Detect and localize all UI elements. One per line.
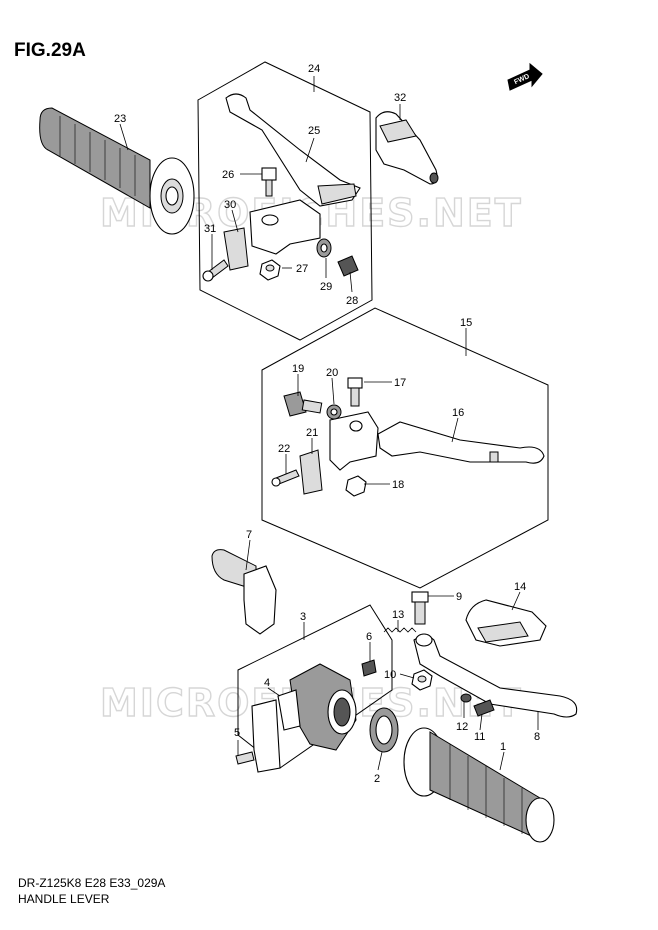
callout-17: 17	[394, 377, 406, 389]
clamp-5-part	[235, 699, 281, 773]
callout-23: 23	[114, 113, 126, 125]
callout-25: 25	[308, 125, 320, 137]
callout-5: 5	[234, 727, 240, 739]
callout-18: 18	[392, 479, 404, 491]
brake-lever-assembly-frame	[261, 307, 549, 589]
switch-assembly-frame	[237, 604, 393, 769]
leader-lines	[119, 76, 539, 771]
callout-10: 10	[384, 669, 396, 681]
front-brake-lever-part	[413, 633, 578, 718]
lever-cover-14-part	[465, 599, 547, 647]
throttle-housing-part	[277, 663, 357, 751]
callout-21: 21	[306, 427, 318, 439]
callout-29: 29	[320, 281, 332, 293]
clutch-lever-assembly-frame	[197, 61, 373, 341]
callout-labels: 23 24 25 32 26 30 31 27 29 28 15 19 20 1…	[114, 63, 540, 785]
callout-8: 8	[534, 731, 540, 743]
callout-27: 27	[296, 263, 308, 275]
spring-13-part	[383, 627, 417, 633]
callout-14: 14	[514, 581, 526, 593]
callout-7: 7	[246, 529, 252, 541]
bolt-26-part	[261, 167, 277, 197]
callout-26: 26	[222, 169, 234, 181]
callout-22: 22	[278, 443, 290, 455]
washer-29-part	[316, 238, 332, 258]
callout-1: 1	[500, 741, 506, 753]
callout-12: 12	[456, 721, 468, 733]
nut-10-part	[411, 669, 433, 691]
callout-13: 13	[392, 609, 404, 621]
callout-6: 6	[366, 631, 372, 643]
callout-15: 15	[460, 317, 472, 329]
model-code: DR-Z125K8 E28 E33_029A	[18, 876, 166, 890]
nut-27-part	[259, 259, 281, 281]
adjuster-12-part	[460, 693, 495, 717]
callout-9: 9	[456, 591, 462, 603]
callout-19: 19	[292, 363, 304, 375]
left-grip-part	[39, 107, 195, 235]
callout-32: 32	[394, 92, 406, 104]
callout-4: 4	[264, 677, 270, 689]
diagram-caption: HANDLE LEVER	[18, 892, 110, 906]
callout-2: 2	[374, 773, 380, 785]
callout-28: 28	[346, 295, 358, 307]
lever-holder-30-part	[223, 199, 321, 271]
right-grip-part	[403, 727, 555, 843]
callout-31: 31	[204, 223, 216, 235]
nut-20-part	[326, 404, 342, 420]
throttle-pulley-2-part	[369, 707, 399, 753]
callout-11: 11	[474, 731, 485, 743]
bolt-17-part	[347, 377, 363, 407]
bolt-31-part	[202, 259, 229, 282]
fwd-arrow-icon: FWD	[507, 62, 543, 91]
callout-3: 3	[300, 611, 306, 623]
brake-lever-part	[377, 421, 545, 464]
lever-holder-21-part	[299, 411, 379, 495]
callout-20: 20	[326, 367, 338, 379]
figure-title: FIG.29A	[14, 40, 86, 61]
adjuster-19-part	[283, 391, 323, 417]
bolt-22-part	[271, 469, 300, 487]
throttle-cover-7-part	[211, 549, 277, 635]
lever-cover-32-part	[375, 111, 439, 185]
screw-6-part	[361, 659, 377, 677]
adjuster-28-part	[337, 255, 359, 277]
callout-30: 30	[224, 199, 236, 211]
bolt-9-part	[411, 591, 429, 625]
callout-16: 16	[452, 407, 464, 419]
nut-18-part	[345, 475, 367, 497]
callout-24: 24	[308, 63, 320, 75]
clutch-lever-part	[225, 93, 361, 207]
